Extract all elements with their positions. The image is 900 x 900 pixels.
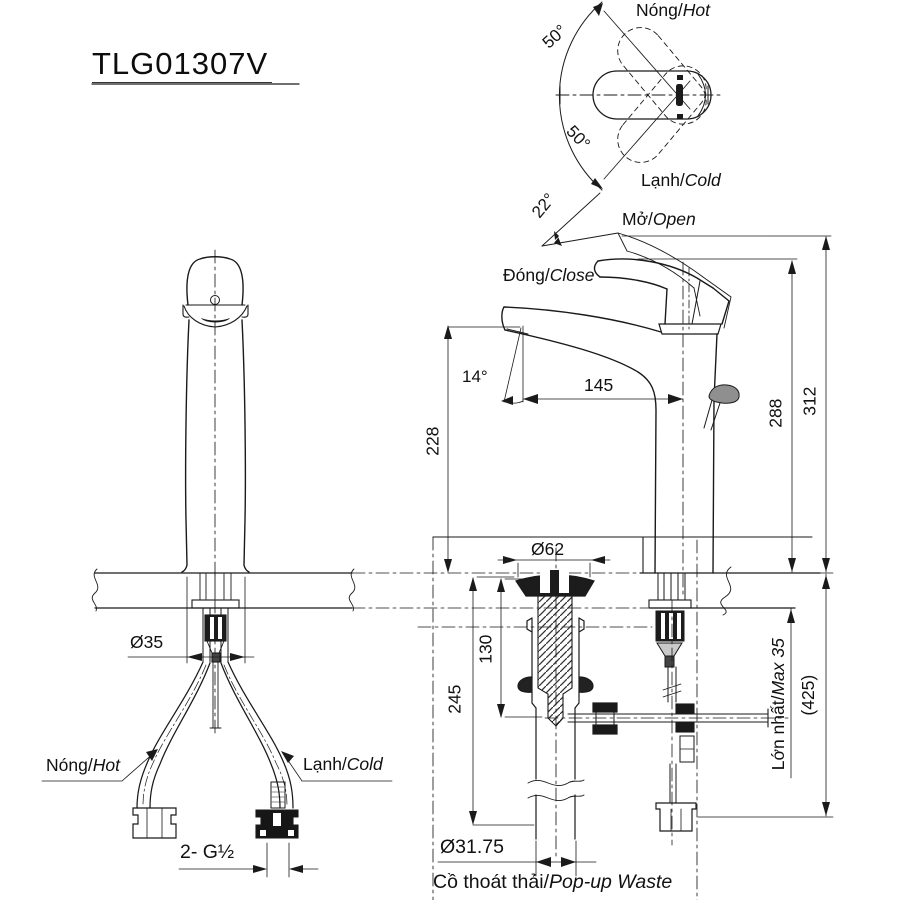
top-view-fills	[676, 75, 683, 119]
dim-height-closed: 288	[765, 398, 786, 428]
model-number: TLG01307V	[92, 47, 273, 83]
side-view-handle	[593, 258, 730, 335]
front-view-supply	[132, 572, 299, 839]
arrowheads	[146, 3, 830, 873]
max-thickness-label: Lớn nhất/Max 35	[767, 638, 788, 771]
cold-label-top-view: Lạnh/Cold	[641, 170, 721, 190]
dim-deck-hole: Ø35	[130, 632, 164, 652]
cold-label-front-view: Lạnh/Cold	[303, 754, 383, 774]
side-view-supply	[648, 572, 697, 846]
dim-waste-pipe: Ø31.75	[440, 836, 504, 858]
hot-label-front-view: Nóng/Hot	[46, 755, 120, 775]
dim-height-open: 312	[799, 386, 820, 416]
dim-below-total: (425)	[798, 674, 819, 716]
dim-spout-height: 228	[422, 426, 443, 456]
open-label: Mở/Open	[622, 209, 696, 229]
front-view-body	[181, 249, 250, 734]
side-view-body	[501, 261, 740, 599]
dim-waste-length: 245	[444, 684, 465, 714]
top-view	[555, 1, 723, 191]
popup-rod	[544, 703, 789, 763]
dim-supply-thread: 2- G½	[180, 841, 235, 863]
dimension-lines	[41, 83, 834, 878]
popup-waste	[515, 547, 618, 861]
dim-rod-depth: 130	[475, 634, 496, 664]
hot-label-top-view: Nóng/Hot	[636, 0, 710, 20]
dim-spout-tilt: 14°	[462, 367, 488, 386]
dim-spout-reach: 145	[584, 375, 614, 395]
close-label: Đóng/Close	[503, 265, 595, 285]
dim-flange: Ø62	[531, 539, 565, 559]
popup-waste-label: Cồ thoát thải/Pop-up Waste	[433, 871, 673, 893]
